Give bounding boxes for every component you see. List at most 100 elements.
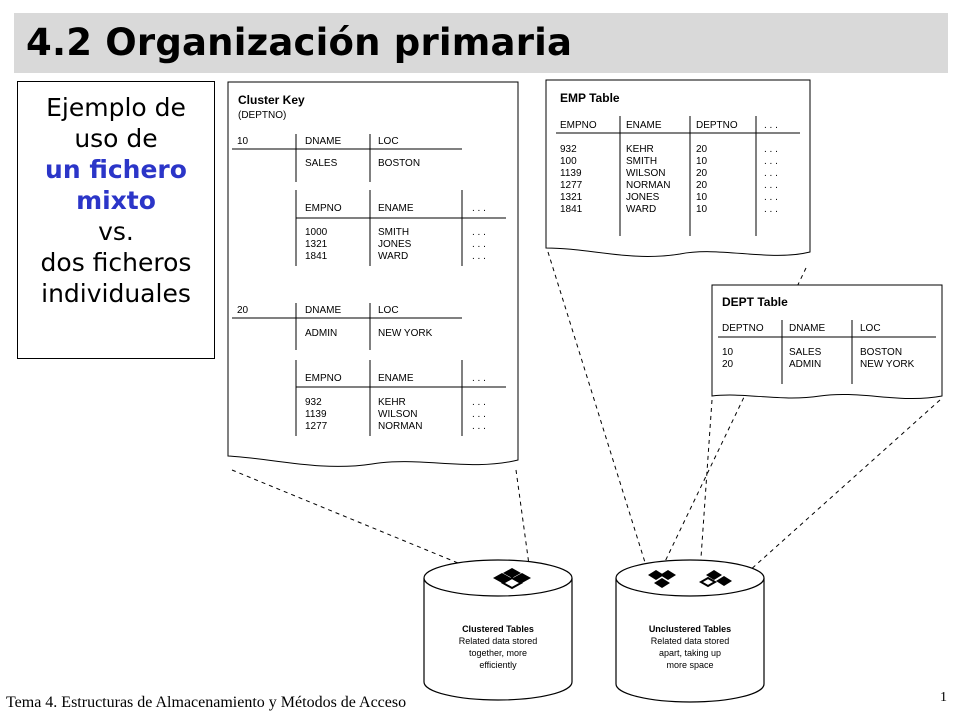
emp-table-cell: 100 [560, 156, 577, 167]
emp-table-cell: . . . [764, 156, 778, 167]
data-block-icon [698, 570, 732, 588]
emp-cell: SMITH [378, 227, 409, 238]
emp-cell: . . . [472, 227, 486, 238]
cluster-key-title: Cluster Key [238, 93, 305, 107]
emp-table-cell: 20 [696, 180, 708, 191]
callout-line: uso de [74, 124, 158, 153]
dept-header: DNAME [305, 305, 341, 316]
emp-header: ENAME [378, 373, 414, 384]
emp-cell: 932 [305, 397, 322, 408]
dept-header: LOC [378, 305, 399, 316]
emp-table-cell: 1321 [560, 192, 583, 203]
emp-cell: 1139 [305, 409, 327, 420]
emp-table-cell: SMITH [626, 156, 657, 167]
dept-table-cell: 20 [722, 359, 734, 370]
dept-table-cell: ADMIN [789, 359, 821, 370]
cylinder-title: Unclustered Tables [649, 624, 731, 634]
emp-table-cell: 10 [696, 156, 708, 167]
data-block-icon [648, 570, 676, 588]
emp-cell: WILSON [378, 409, 417, 420]
emp-table-cell: KEHR [626, 144, 654, 155]
emp-table-page: EMP Table EMPNO ENAME DEPTNO . . . 932 K… [545, 79, 811, 257]
callout-line: vs. [98, 217, 134, 246]
callout-line: Ejemplo de [46, 93, 186, 122]
emp-header: EMPNO [305, 373, 342, 384]
emp-table-cell: . . . [764, 204, 778, 215]
cylinder-line: efficiently [479, 660, 517, 670]
dept-table-cell: NEW YORK [860, 359, 915, 370]
dept-table-cell: SALES [789, 347, 822, 358]
cylinder-line: Related data stored [651, 636, 730, 646]
dept-header: LOC [378, 136, 399, 147]
emp-table-cell: . . . [764, 144, 778, 155]
group-key: 20 [237, 305, 249, 316]
emp-cell: . . . [472, 239, 486, 250]
dept-cell: ADMIN [305, 328, 337, 339]
emp-table-cell: JONES [626, 192, 660, 203]
emp-table-cell: . . . [764, 192, 778, 203]
cluster-key-page: Cluster Key (DEPTNO) 10 DNAME LOC SALES … [227, 81, 519, 467]
emp-cell: WARD [378, 251, 408, 262]
emp-cell: 1277 [305, 421, 328, 432]
cylinder-title: Clustered Tables [462, 624, 534, 634]
callout-line: individuales [41, 279, 191, 308]
dept-table-cell: BOSTON [860, 347, 902, 358]
emp-header: EMPNO [305, 203, 342, 214]
callout-line: dos ficheros [40, 248, 192, 277]
dept-table-page: DEPT Table DEPTNO DNAME LOC 10 SALES BOS… [711, 284, 943, 400]
unclustered-cylinder: Unclustered Tables Related data stored a… [615, 559, 765, 703]
emp-cell: . . . [472, 409, 486, 420]
dept-table-cell: 10 [722, 347, 734, 358]
emp-table-cell: NORMAN [626, 180, 670, 191]
emp-header: ENAME [378, 203, 414, 214]
emp-cell: JONES [378, 239, 412, 250]
emp-cell: 1841 [305, 251, 328, 262]
emp-table-cell: 10 [696, 192, 708, 203]
callout-box: Ejemplo de uso de un fichero mixto vs. d… [17, 81, 215, 359]
emp-header: . . . [472, 373, 486, 384]
emp-table-cell: 932 [560, 144, 577, 155]
dept-table-title: DEPT Table [722, 295, 788, 309]
dept-cell: NEW YORK [378, 328, 433, 339]
callout-highlight: mixto [76, 186, 156, 215]
dept-table-header: DEPTNO [722, 323, 764, 334]
dept-table-header: DNAME [789, 323, 825, 334]
title-bar: 4.2 Organización primaria [14, 13, 948, 73]
emp-table-header: DEPTNO [696, 120, 738, 131]
emp-cell: . . . [472, 421, 486, 432]
dept-cell: SALES [305, 158, 338, 169]
page-number: 1 [940, 690, 947, 705]
footer-text: Tema 4. Estructuras de Almacenamiento y … [6, 694, 407, 711]
emp-cell: . . . [472, 251, 486, 262]
emp-table-cell: 1139 [560, 168, 582, 179]
clustered-cylinder: Clustered Tables Related data stored tog… [423, 559, 573, 701]
emp-table-title: EMP Table [560, 91, 620, 105]
emp-header: . . . [472, 203, 486, 214]
emp-cell: . . . [472, 397, 486, 408]
cluster-key-subtitle: (DEPTNO) [238, 110, 286, 121]
slide-title: 4.2 Organización primaria [26, 21, 573, 64]
dept-cell: BOSTON [378, 158, 420, 169]
emp-table-header: . . . [764, 120, 778, 131]
group-key: 10 [237, 136, 249, 147]
emp-table-cell: 10 [696, 204, 708, 215]
cylinder-line: together, more [469, 648, 527, 658]
emp-table-header: EMPNO [560, 120, 597, 131]
emp-table-cell: 20 [696, 144, 708, 155]
cylinder-line: more space [666, 660, 713, 670]
emp-table-cell: . . . [764, 168, 778, 179]
dept-header: DNAME [305, 136, 341, 147]
emp-table-rows: 932 KEHR 20 . . . 100 SMITH 10 . . . 113… [560, 144, 778, 215]
emp-table-cell: 20 [696, 168, 708, 179]
emp-cell: KEHR [378, 397, 406, 408]
emp-cell: 1321 [305, 239, 328, 250]
emp-table-cell: . . . [764, 180, 778, 191]
emp-table-header: ENAME [626, 120, 662, 131]
data-block-icon [493, 568, 531, 590]
emp-cell: NORMAN [378, 421, 422, 432]
emp-table-cell: 1841 [560, 204, 583, 215]
dept-table-header: LOC [860, 323, 881, 334]
cylinder-line: apart, taking up [659, 648, 721, 658]
emp-table-cell: 1277 [560, 180, 583, 191]
